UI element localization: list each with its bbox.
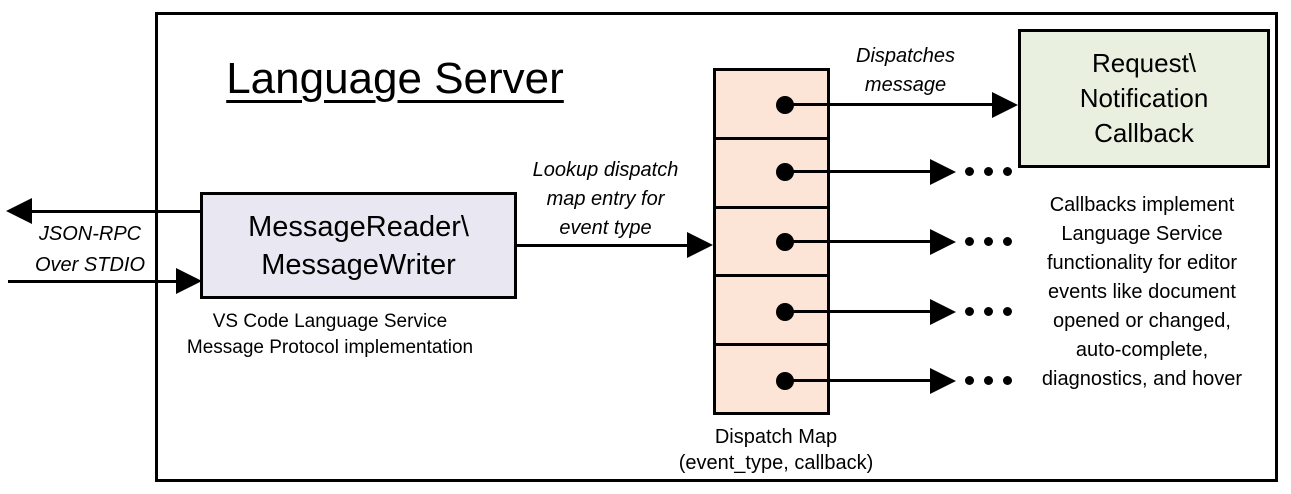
ellipsis-icon bbox=[965, 237, 1012, 246]
lookup-label-line2: map entry for bbox=[546, 188, 665, 210]
dispatch-map-caption: Dispatch Map (event_type, callback) bbox=[645, 424, 907, 476]
stdio-out-arrowhead-icon bbox=[6, 198, 32, 224]
callback-caption-line: auto-complete, bbox=[1075, 339, 1209, 361]
language-server-boundary-box bbox=[155, 12, 1278, 482]
callback-caption-line: events like document bbox=[1048, 281, 1236, 303]
dispatch-arrow-line bbox=[785, 170, 933, 173]
dispatch-arrowhead-icon bbox=[930, 368, 956, 394]
dispatch-arrow-line bbox=[785, 240, 933, 243]
dispatch-arrowhead-icon bbox=[930, 159, 956, 185]
reader-caption-line2: Message Protocol implementation bbox=[186, 337, 474, 358]
dispatch-map-cell bbox=[716, 274, 827, 344]
callback-caption-line: functionality for editor bbox=[1046, 252, 1238, 274]
dispatch-map-cell bbox=[716, 343, 827, 412]
callback-caption-line: diagnostics, and hover bbox=[1041, 368, 1243, 390]
io-protocol-label: JSON-RPC Over STDIO bbox=[20, 219, 160, 281]
dispatches-message-label-line1: Dispatches bbox=[856, 45, 955, 67]
callback-label-line1: Request\ bbox=[1091, 48, 1197, 78]
message-reader-writer-node: MessageReader\ MessageWriter bbox=[200, 192, 517, 299]
lookup-label-line1: Lookup dispatch bbox=[532, 159, 679, 181]
callback-caption: Callbacks implement Language Service fun… bbox=[1000, 191, 1284, 394]
dispatch-map-caption-line1: Dispatch Map bbox=[714, 426, 838, 448]
callback-caption-line: Language Service bbox=[1061, 223, 1223, 245]
lookup-arrowhead-icon bbox=[687, 232, 713, 258]
callback-caption-line: opened or changed, bbox=[1053, 310, 1231, 332]
dispatches-message-label-line2: message bbox=[864, 74, 947, 96]
callback-label-line2: Notification bbox=[1079, 83, 1209, 113]
diagram-title: Language Server bbox=[226, 54, 564, 103]
stdio-in-arrowhead-icon bbox=[176, 268, 202, 294]
io-protocol-label-line2: Over STDIO bbox=[34, 254, 145, 276]
ellipsis-icon bbox=[965, 376, 1012, 385]
dispatch-map-cell bbox=[716, 205, 827, 275]
message-reader-label: MessageReader\ bbox=[248, 210, 469, 243]
io-protocol-label-line1: JSON-RPC bbox=[38, 223, 142, 245]
lookup-label-line3: event type bbox=[559, 217, 652, 239]
dispatch-map-caption-line2: (event_type, callback) bbox=[678, 452, 874, 474]
stdio-out-arrow-line bbox=[20, 210, 200, 213]
dispatch-arrowhead-icon bbox=[930, 229, 956, 255]
lookup-label: Lookup dispatch map entry for event type bbox=[518, 156, 693, 243]
ellipsis-icon bbox=[965, 167, 1012, 176]
stdio-in-arrow-line bbox=[8, 280, 176, 283]
reader-caption-line1: VS Code Language Service bbox=[212, 311, 448, 332]
message-writer-label: MessageWriter bbox=[261, 248, 456, 281]
callback-caption-line: Callbacks implement bbox=[1049, 194, 1235, 216]
dispatch-arrowhead-icon bbox=[992, 92, 1018, 118]
dispatch-arrowhead-icon bbox=[930, 299, 956, 325]
ellipsis-icon bbox=[965, 307, 1012, 316]
dispatches-message-label: Dispatches message bbox=[838, 42, 973, 100]
request-notification-callback-node: Request\ Notification Callback bbox=[1018, 29, 1270, 168]
dispatch-arrow-line bbox=[785, 103, 995, 106]
lookup-arrow-line bbox=[517, 244, 689, 247]
reader-caption: VS Code Language Service Message Protoco… bbox=[180, 309, 480, 361]
dispatch-arrow-line bbox=[785, 379, 933, 382]
callback-label-line3: Callback bbox=[1094, 118, 1194, 148]
dispatch-arrow-line bbox=[785, 310, 933, 313]
